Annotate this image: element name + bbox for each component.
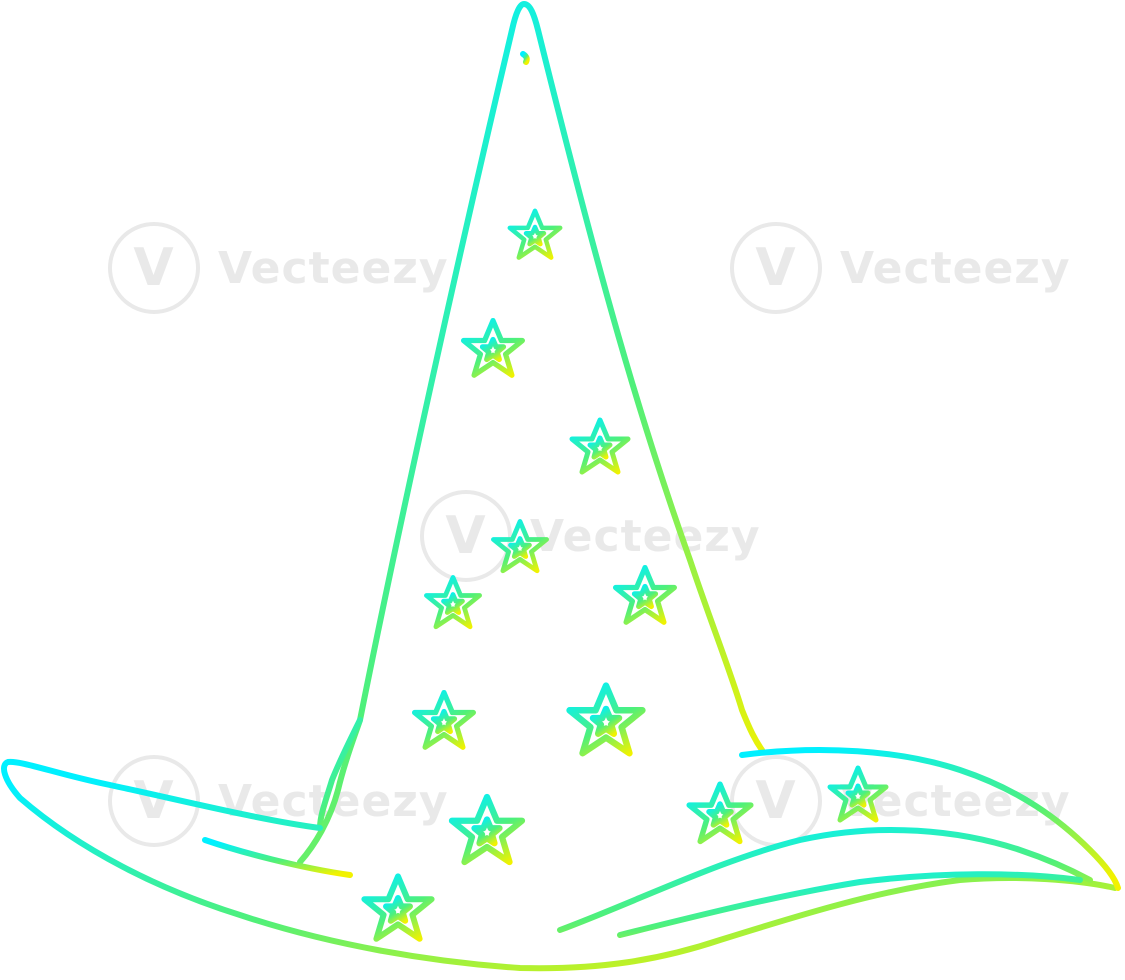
- star-icon: [572, 420, 628, 472]
- star-icon: [364, 876, 431, 938]
- star-icon: [689, 784, 751, 841]
- hat-brim-inner-right: [557, 826, 1093, 933]
- star-icon: [426, 577, 479, 626]
- hat-cone-outline: [297, 1, 765, 865]
- hat-cone-left-edge: [317, 717, 363, 831]
- hat-brim-left: [1, 758, 1118, 972]
- star-icon: [570, 686, 643, 754]
- star-icon: [493, 521, 546, 570]
- star-icon: [510, 211, 560, 258]
- star-icon: [415, 693, 474, 748]
- star-icon: [616, 568, 675, 623]
- hat-brim-right: [739, 747, 1121, 891]
- star-icon: [452, 797, 522, 862]
- hat-brim-inner: [202, 837, 353, 878]
- hat-tip-detail: [520, 51, 530, 65]
- star-icon: [464, 321, 523, 376]
- star-icon: [830, 768, 886, 820]
- hat-brim-under: [617, 871, 1083, 938]
